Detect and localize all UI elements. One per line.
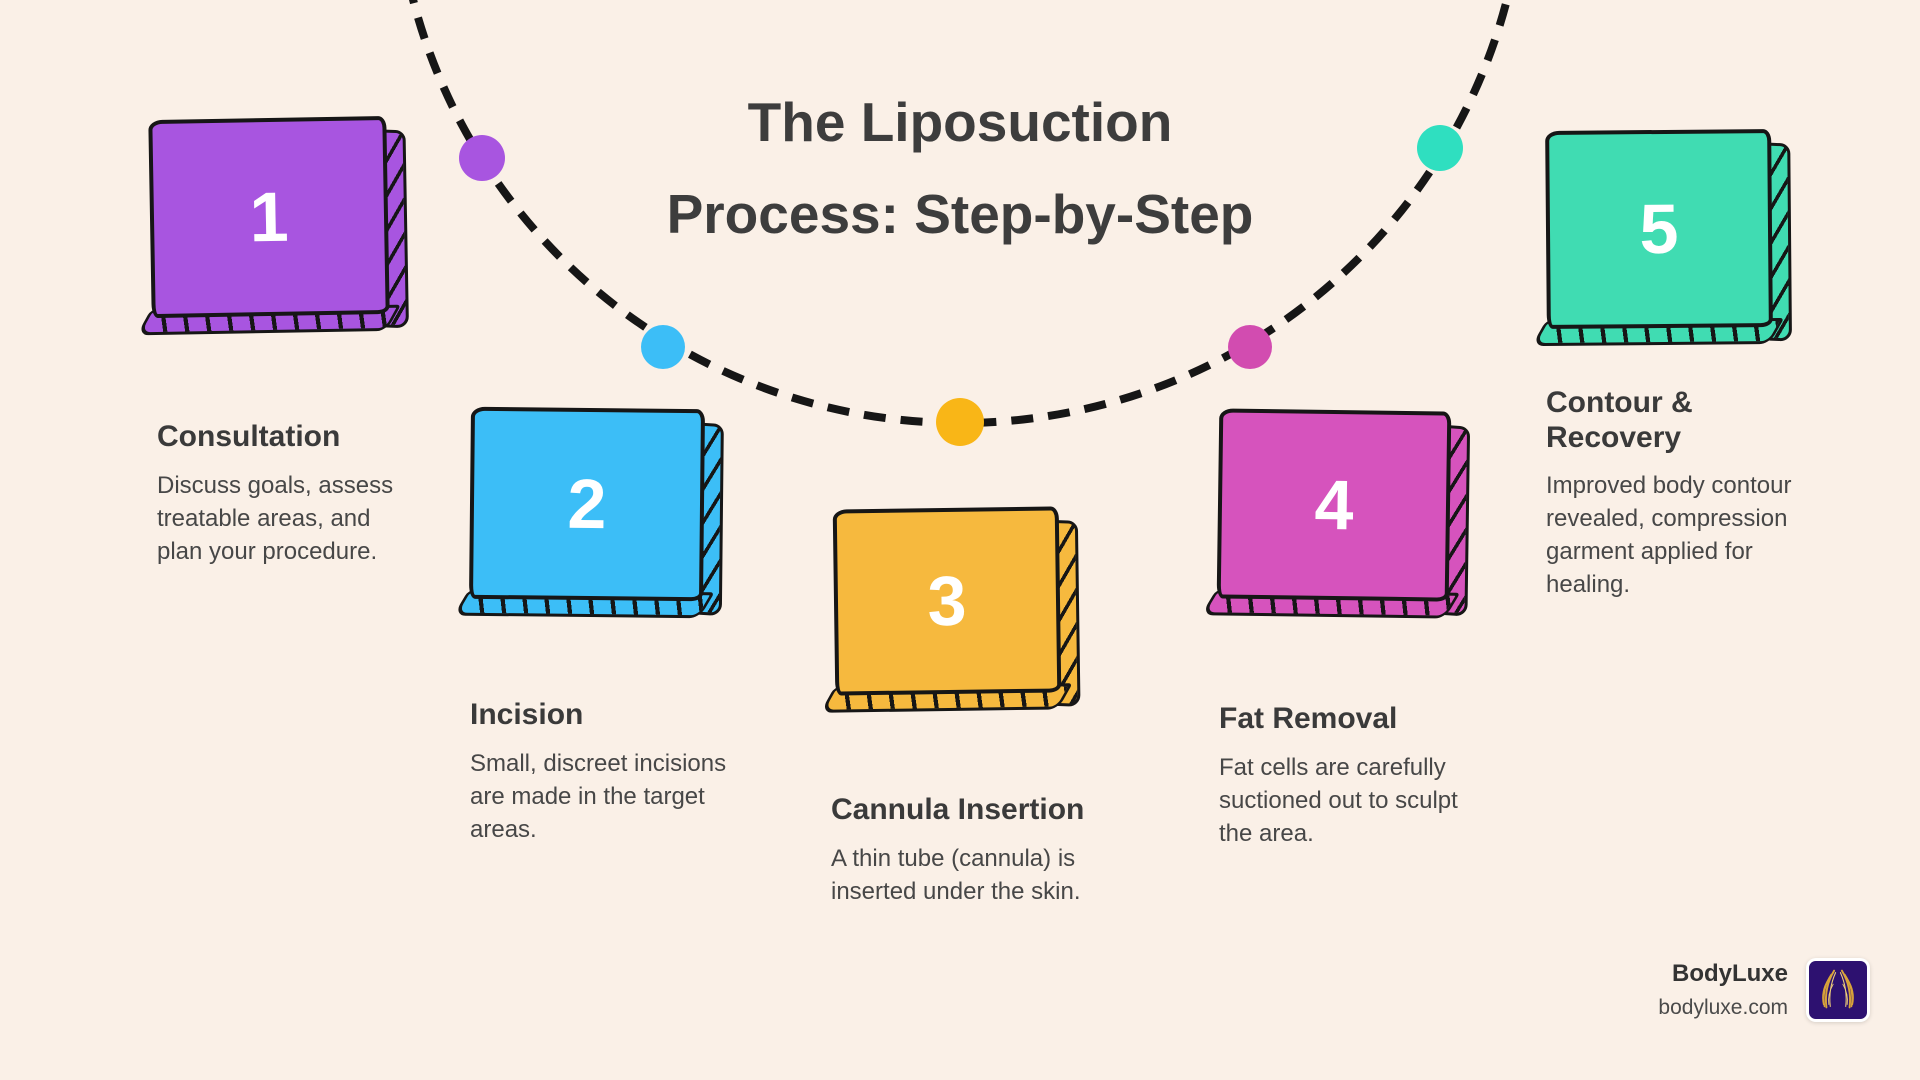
page-title-line-1: The Liposuction xyxy=(747,91,1173,153)
step-1-heading: Consultation xyxy=(157,420,341,453)
timeline-dot-4 xyxy=(1228,325,1272,369)
step-2-description: Small, discreet incisions are made in th… xyxy=(470,749,727,843)
page-title: The Liposuction Process: Step-by-Step xyxy=(460,76,1460,261)
step-1-description: Discuss goals, assess treatable areas, a… xyxy=(157,471,394,565)
step-5-number: 5 xyxy=(1639,189,1679,269)
step-5-description: Improved body contour revealed, compress… xyxy=(1546,472,1792,599)
step-3-description: A thin tube (cannula) is inserted under … xyxy=(831,844,1081,905)
step-2-number: 2 xyxy=(567,464,607,544)
step-1-text: Consultation Discuss goals, assess treat… xyxy=(157,420,412,568)
timeline-dot-3 xyxy=(936,398,984,446)
step-4-number: 4 xyxy=(1313,465,1355,545)
step-card-5: 5 xyxy=(1531,129,1792,347)
step-5-text: Contour & Recovery Improved body contour… xyxy=(1546,386,1812,601)
step-2-text: Incision Small, discreet incisions are m… xyxy=(470,698,742,846)
step-card-2: 2 xyxy=(453,406,724,619)
timeline-dot-2 xyxy=(641,325,685,369)
step-3-heading: Cannula Insertion xyxy=(831,793,1085,826)
step-card-1: 1 xyxy=(136,115,409,336)
wings-icon xyxy=(1809,961,1867,1019)
logo-background xyxy=(1809,961,1867,1019)
page-title-line-2: Process: Step-by-Step xyxy=(666,183,1254,246)
step-4-description: Fat cells are carefully suctioned out to… xyxy=(1219,753,1458,847)
brand-logo xyxy=(1806,958,1870,1022)
card-5-face: 5 xyxy=(1545,129,1773,329)
card-1-face: 1 xyxy=(148,115,390,319)
step-card-3: 3 xyxy=(820,506,1081,713)
step-1-number: 1 xyxy=(248,177,290,257)
step-3-number: 3 xyxy=(926,561,968,641)
card-3-face: 3 xyxy=(832,506,1062,696)
step-3-text: Cannula Insertion A thin tube (cannula) … xyxy=(831,793,1123,908)
brand-name: BodyLuxe xyxy=(1671,960,1788,987)
step-5-heading: Contour & Recovery xyxy=(1546,386,1693,454)
brand-footer: BodyLuxe bodyluxe.com xyxy=(1658,958,1870,1022)
brand-website: bodyluxe.com xyxy=(1658,996,1788,1019)
logo-wings-highlights xyxy=(1828,972,1848,1007)
step-4-heading: Fat Removal xyxy=(1219,702,1398,735)
card-2-face: 2 xyxy=(469,406,705,602)
card-4-face: 4 xyxy=(1216,408,1452,602)
step-card-4: 4 xyxy=(1200,408,1471,619)
brand-text-block: BodyLuxe bodyluxe.com xyxy=(1658,960,1788,1020)
logo-wings-strokes xyxy=(1822,969,1854,1009)
step-4-text: Fat Removal Fat cells are carefully suct… xyxy=(1219,702,1481,850)
step-2-heading: Incision xyxy=(470,698,584,731)
